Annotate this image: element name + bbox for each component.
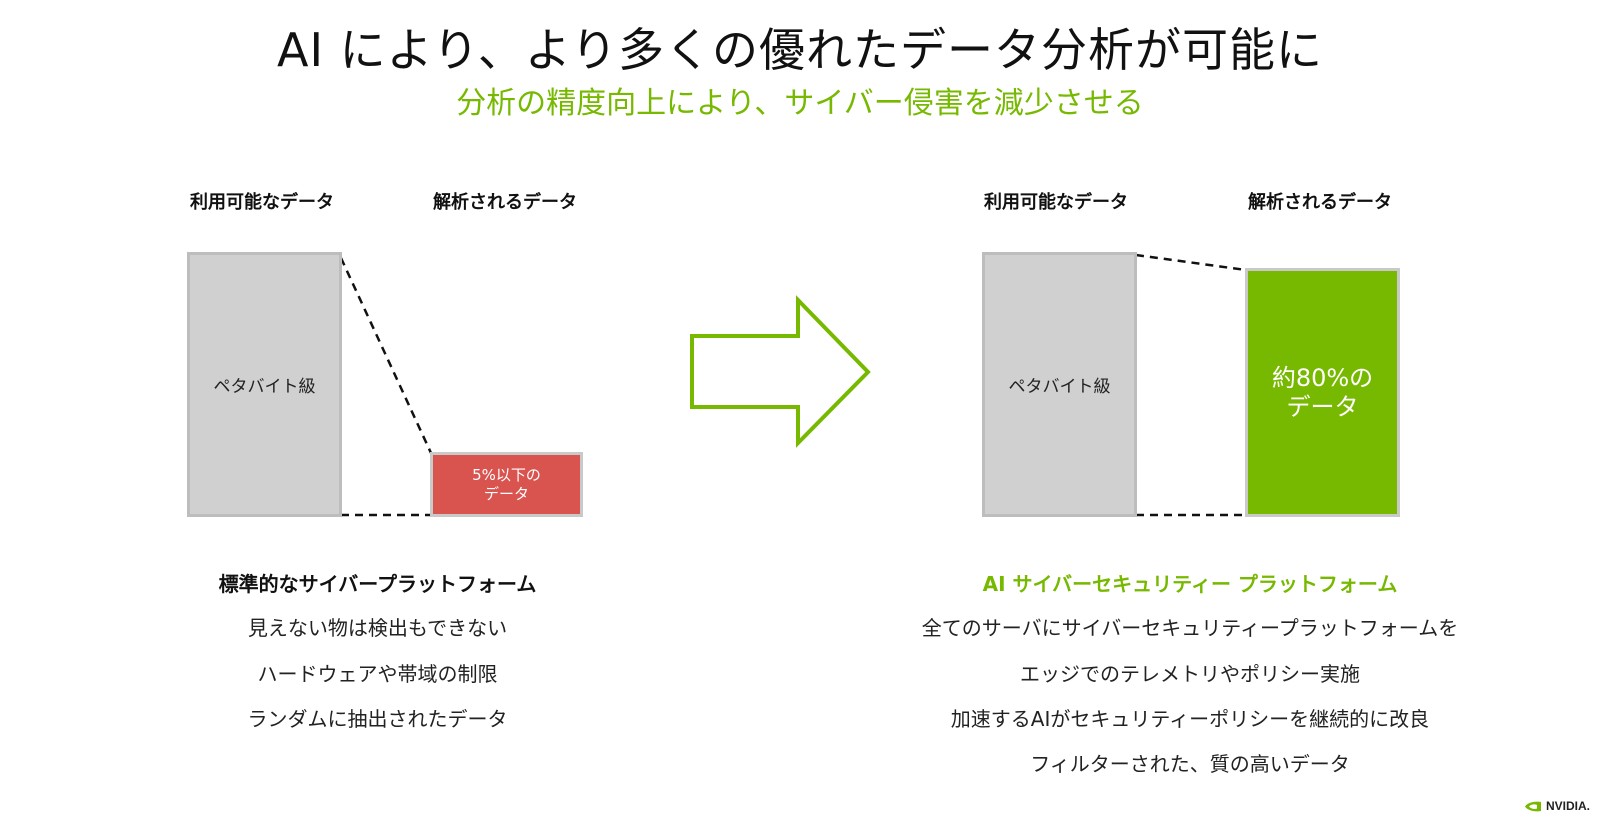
nvidia-logo-text: NVIDIA. [1545, 799, 1590, 813]
right-bullet: エッジでのテレメトリやポリシー実施 [1020, 662, 1360, 686]
nvidia-eye-icon [1524, 801, 1541, 811]
left-bullet: 見えない物は検出もできない [247, 616, 508, 640]
left-analyzed-box: 5%以下の データ [430, 452, 583, 517]
left-available-box: ペタバイト級 [187, 252, 342, 517]
left-bullet: ランダムに抽出されたデータ [247, 707, 508, 731]
left-bullet: ハードウェアや帯域の制限 [257, 662, 498, 686]
left-connector-top [339, 257, 433, 454]
right-bullet: 全てのサーバにサイバーセキュリティープラットフォームを [921, 616, 1459, 640]
right-bullet: 加速するAIがセキュリティーポリシーを継続的に改良 [950, 707, 1430, 731]
right-analyzed-box: 約80%の データ [1245, 268, 1400, 517]
right-heading: AI サイバーセキュリティー プラットフォーム [982, 572, 1398, 596]
left-available-label: 利用可能なデータ [190, 192, 334, 213]
left-heading: 標準的なサイバープラットフォーム [218, 572, 537, 596]
page-title: AI により、より多くの優れたデータ分析が可能に [277, 23, 1323, 77]
left-analyzed-label: 解析されるデータ [433, 192, 577, 213]
nvidia-logo: NVIDIA. [1524, 799, 1590, 813]
right-connector-top [1135, 253, 1247, 272]
right-analyzed-label: 解析されるデータ [1248, 192, 1392, 213]
transition-arrow-icon [690, 295, 871, 448]
right-bullet: フィルターされた、質の高いデータ [1030, 752, 1350, 776]
page-subtitle: 分析の精度向上により、サイバー侵害を減少させる [456, 86, 1144, 121]
right-available-box: ペタバイト級 [982, 252, 1137, 517]
right-available-label: 利用可能なデータ [984, 192, 1128, 213]
